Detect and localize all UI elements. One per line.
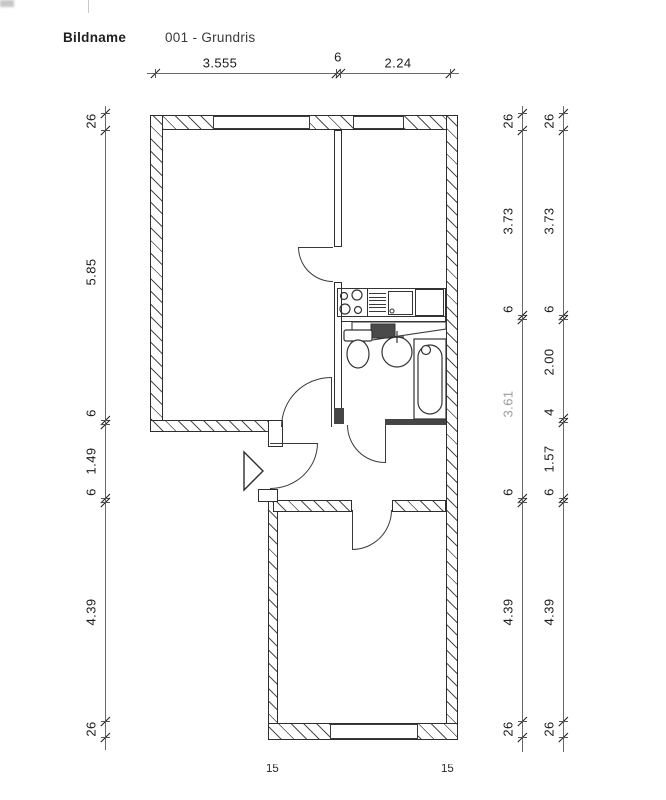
kitchen-stove [337, 288, 368, 317]
dim-right-inner [522, 106, 523, 752]
dim-right-inner-stub [518, 498, 527, 499]
dim-left-stub [101, 113, 110, 114]
image-name-label: Bildname [63, 30, 127, 45]
dim-right-inner-stub [518, 315, 527, 316]
dim-label: 3.555 [202, 55, 238, 71]
dim-right-outer-stub [559, 737, 568, 738]
dim-left [105, 106, 106, 750]
door-leaf-entrance [270, 443, 318, 444]
dim-right-outer-stub [559, 721, 568, 722]
bottom-dim-partial-left: 15 [266, 764, 279, 775]
door-leaf-kitchen [298, 247, 333, 248]
dim-right-outer-stub [559, 315, 568, 316]
window-top-left [213, 116, 310, 129]
wall-interior-upper [334, 130, 342, 247]
dim-right-inner-stub [518, 130, 527, 131]
stove-burners [339, 289, 363, 315]
cropped-ui-divider [88, 0, 89, 13]
dim-top [147, 73, 459, 74]
dim-right-inner-stub [518, 319, 527, 320]
dim-left-stub [101, 721, 110, 722]
dim-label: 6 [334, 49, 342, 65]
drawing-title: 001 - Grundris [165, 30, 256, 45]
dim-left-stub [101, 737, 110, 738]
sink-drain-icon [389, 308, 395, 314]
dim-right-outer-stub [559, 418, 568, 419]
dim-right-outer-stub [559, 422, 568, 423]
kitchen-drainboard-line [369, 311, 386, 312]
window-bottom [330, 724, 418, 739]
kitchen-drainboard-line [369, 303, 386, 305]
door-leaf-livingroom [331, 377, 332, 427]
cropped-ui-artifact [0, 0, 14, 7]
kitchen-drainboard-line [369, 296, 386, 298]
entrance-arrow-icon [243, 450, 264, 492]
kitchen-sink [388, 291, 413, 315]
dim-left-stub [101, 420, 110, 421]
dim-left-stub [101, 502, 110, 503]
dim-top-stub [155, 69, 156, 78]
dim-right-outer-stub [559, 319, 568, 320]
kitchen-worktop [415, 289, 444, 316]
dim-right-inner-stub [518, 737, 527, 738]
dim-right-outer-stub [559, 113, 568, 114]
dim-left-stub [101, 130, 110, 131]
dim-left-stub [101, 424, 110, 425]
dim-right-inner-stub [518, 113, 527, 114]
kitchen-drainboard-line [369, 307, 386, 309]
dim-right-outer-stub [559, 502, 568, 503]
wall-hall-left [273, 500, 352, 512]
kitchen-drainboard-line [369, 293, 386, 294]
dim-right-outer [563, 106, 564, 752]
window-top-right [353, 116, 404, 129]
door-leaf-bottomroom [352, 510, 353, 550]
bathroom-radiator [370, 323, 396, 339]
door-leaf-bathroom [385, 425, 386, 463]
dim-top-stub [340, 69, 341, 78]
dim-right-outer-stub [559, 498, 568, 499]
dim-right-outer-stub [559, 130, 568, 131]
washbasin [381, 331, 413, 368]
wall-entrance-return [258, 489, 278, 502]
dim-right-inner-stub [518, 721, 527, 722]
dim-left-stub [101, 498, 110, 499]
dim-right-inner-stub [518, 502, 527, 503]
bottom-dim-partial-right: 15 [441, 764, 454, 775]
dim-top-stub [450, 69, 451, 78]
toilet [343, 329, 373, 369]
kitchen-drainboard-line [369, 300, 386, 302]
dim-label: 2.24 [384, 55, 412, 71]
wall-bathroom-south [385, 419, 446, 425]
dim-top-stub [336, 69, 337, 78]
wall-hall-right [392, 500, 446, 512]
wall-interior-cap [334, 408, 344, 424]
bathtub [413, 338, 447, 420]
